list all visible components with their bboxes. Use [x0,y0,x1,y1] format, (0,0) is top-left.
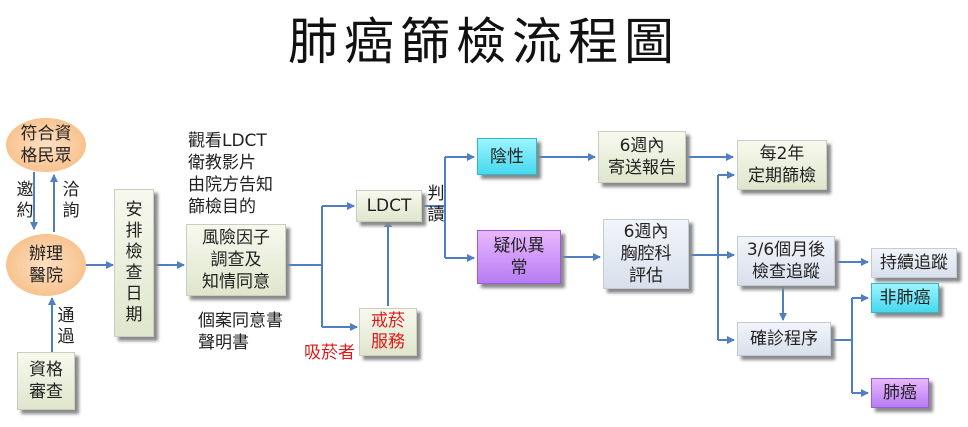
label-consult: 洽詢 [62,180,80,221]
node-suspected-abnormal: 疑似異 常 [477,230,561,284]
node-screen-every-2y: 每2年 定期篩檢 [737,140,827,190]
label-invite: 邀約 [16,180,34,221]
label-consent-docs: 個案同意書 聲明書 [198,311,283,353]
node-not-lung-cancer: 非肺癌 [871,283,939,313]
label-interpret: 判讀 [427,184,445,225]
node-smoking-cessation: 戒菸 服務 [359,308,417,356]
node-negative: 陰性 [477,138,537,175]
node-lung-cancer: 肺癌 [871,378,929,408]
node-ldct: LDCT [356,190,422,222]
label-smoker: 吸菸者 [304,343,355,363]
node-continue-tracking: 持續追蹤 [871,248,957,278]
node-followup-3-6m: 3/6個月後 檢查追蹤 [737,236,835,286]
node-report-6w: 6週內 寄送報告 [598,131,686,183]
label-pass: 通過 [57,306,75,347]
node-hospital: 辦理 醫院 [6,234,86,296]
node-schedule-exam: 安 排 檢 查 日 期 [114,189,154,337]
node-risk-consent: 風險因子 調查及 知情同意 [186,224,286,296]
node-chest-eval-6w: 6週內 胸腔科 評估 [603,219,689,289]
label-watch-ldct: 觀看LDCT 衛教影片 由院方告知 篩檢目的 [188,131,273,217]
node-eligible-public: 符合資 格民眾 [6,118,86,172]
node-confirm-diagnosis: 確診程序 [737,322,831,356]
node-qualification-review: 資格 審查 [17,352,75,410]
page-title: 肺癌篩檢流程圖 [288,13,680,71]
